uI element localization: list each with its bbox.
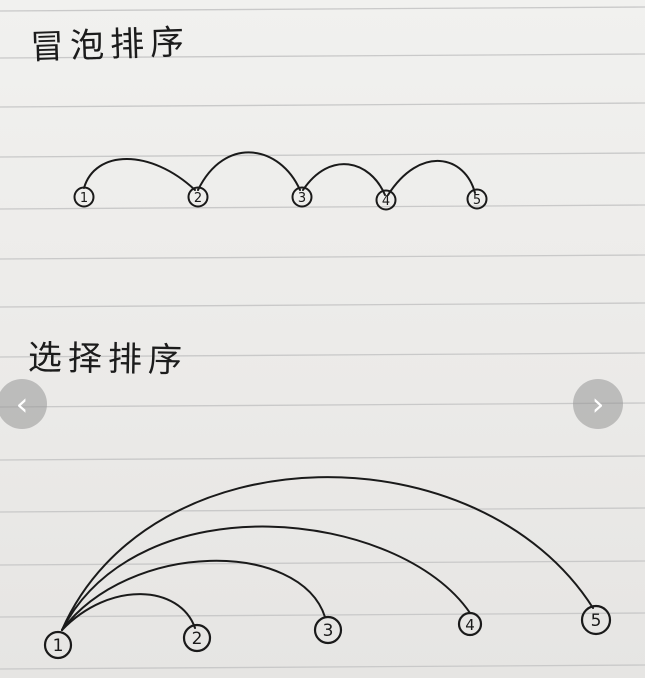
bubble-sort-arcs <box>83 151 476 196</box>
ruled-line <box>0 53 645 59</box>
chevron-left-icon: ‹ <box>15 385 29 423</box>
ruled-line <box>0 302 645 308</box>
selection-sort-node-labels: 1 2 3 4 5 <box>53 611 602 656</box>
arc-1-2 <box>61 593 196 631</box>
ruled-line <box>0 612 645 618</box>
selection-sort-nodes <box>43 604 612 660</box>
ruled-line <box>0 352 645 358</box>
ruled-line <box>0 507 645 513</box>
bubble-node-label-3: 3 <box>298 191 306 206</box>
bubble-node-label-2: 2 <box>194 191 202 206</box>
ruled-line <box>0 204 645 210</box>
selection-node-label-1: 1 <box>53 636 64 656</box>
selection-node-label-3: 3 <box>323 621 334 641</box>
arc-1-3 <box>61 559 326 631</box>
arc-1-2 <box>83 158 196 191</box>
selection-node-label-5: 5 <box>591 611 602 631</box>
bubble-node-label-5: 5 <box>473 193 481 208</box>
arc-1-5 <box>61 476 594 631</box>
ruled-line <box>0 102 645 108</box>
bubble-node-3 <box>291 186 313 208</box>
ruled-line <box>0 664 645 670</box>
arc-2-3 <box>197 151 301 191</box>
ruled-line <box>0 402 645 408</box>
prev-image-button[interactable]: ‹ <box>0 379 47 429</box>
ruled-line <box>0 560 645 566</box>
bubble-node-5 <box>466 188 488 210</box>
selection-node-label-2: 2 <box>192 629 203 649</box>
arc-1-4 <box>61 525 471 631</box>
ruled-line <box>0 455 645 461</box>
selection-node-4 <box>457 611 483 637</box>
bubble-sort-title: 冒泡排序 <box>29 22 191 68</box>
bubble-node-label-1: 1 <box>80 191 88 206</box>
arc-3-4 <box>302 163 386 196</box>
chevron-right-icon: › <box>591 385 605 423</box>
selection-sort-title: 选择排序 <box>27 338 189 381</box>
bubble-node-1 <box>73 186 95 208</box>
bubble-sort-node-labels: 1 2 3 4 5 <box>80 191 481 209</box>
ruled-line <box>0 6 645 12</box>
selection-node-5 <box>580 604 612 636</box>
selection-sort-arcs <box>61 476 594 631</box>
selection-node-1 <box>43 630 73 660</box>
bubble-node-2 <box>187 186 209 208</box>
next-image-button[interactable]: › <box>573 379 623 429</box>
ruled-line <box>0 254 645 260</box>
bubble-node-4 <box>375 189 397 211</box>
bubble-node-label-4: 4 <box>382 194 390 209</box>
bubble-sort-nodes <box>73 186 488 211</box>
selection-node-3 <box>313 615 343 645</box>
ruled-line <box>0 152 645 158</box>
selection-node-label-4: 4 <box>465 616 475 634</box>
selection-node-2 <box>182 623 212 653</box>
ruled-lines <box>0 6 645 670</box>
arc-4-5 <box>387 159 476 196</box>
